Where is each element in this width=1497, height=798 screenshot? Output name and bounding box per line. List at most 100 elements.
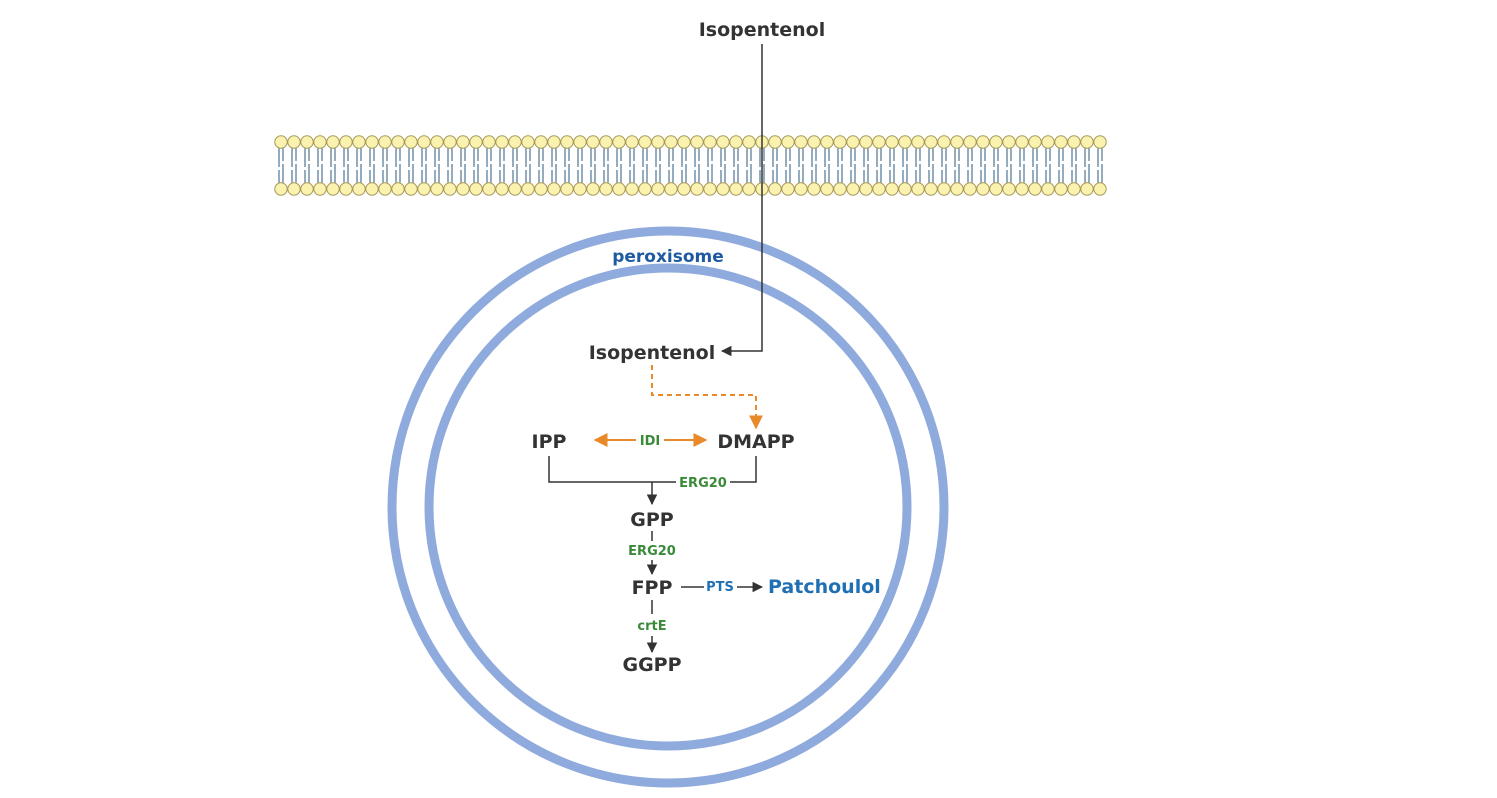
lipid-head xyxy=(768,182,782,196)
lipid-tail xyxy=(915,148,921,183)
lipid-head xyxy=(1067,135,1081,149)
erg20-enzyme-label-1: ERG20 xyxy=(679,476,727,491)
lipid-head xyxy=(417,135,431,149)
lipid-head xyxy=(443,135,457,149)
lipid-tail xyxy=(1097,148,1103,183)
lipid-tail xyxy=(746,148,752,183)
lipid-head xyxy=(274,182,288,196)
lipid-head xyxy=(729,182,743,196)
lipid-head xyxy=(664,182,678,196)
lipid-tail xyxy=(538,148,544,183)
ggpp-label: GGPP xyxy=(622,654,681,676)
lipid-tail xyxy=(525,148,531,183)
lipid-head xyxy=(794,135,808,149)
lipid-head xyxy=(417,182,431,196)
lipid-head xyxy=(781,182,795,196)
lipid-head xyxy=(1028,135,1042,149)
lipid-tail xyxy=(616,148,622,183)
lipid-head xyxy=(1054,182,1068,196)
lipid-head xyxy=(573,182,587,196)
lipid-tail xyxy=(876,148,882,183)
lipid-head xyxy=(625,135,639,149)
lipid-head xyxy=(859,182,873,196)
lipid-tail xyxy=(980,148,986,183)
lipid-head xyxy=(508,182,522,196)
lipid-tail xyxy=(1019,148,1025,183)
lipid-head xyxy=(339,135,353,149)
lipid-head xyxy=(651,135,665,149)
lipid-head xyxy=(677,135,691,149)
lipid-head xyxy=(287,135,301,149)
lipid-head xyxy=(287,182,301,196)
lipid-tail xyxy=(993,148,999,183)
lipid-tail xyxy=(902,148,908,183)
lipid-head xyxy=(378,135,392,149)
lipid-head xyxy=(885,182,899,196)
lipid-tail xyxy=(330,148,336,183)
lipid-tail xyxy=(434,148,440,183)
lipid-head xyxy=(677,182,691,196)
lipid-head xyxy=(846,182,860,196)
lipid-head xyxy=(1041,135,1055,149)
lipid-tail xyxy=(967,148,973,183)
lipid-head xyxy=(820,135,834,149)
lipid-head xyxy=(404,182,418,196)
lipid-head xyxy=(820,182,834,196)
isopentenol-to-dmapp-arrow xyxy=(651,365,763,430)
lipid-head xyxy=(274,135,288,149)
lipid-tail xyxy=(798,148,804,183)
lipid-tail xyxy=(369,148,375,183)
lipid-tail xyxy=(772,148,778,183)
lipid-tail xyxy=(694,148,700,183)
lipid-tail xyxy=(642,148,648,183)
peroxisome-membrane xyxy=(387,226,949,788)
lipid-tail xyxy=(278,148,284,183)
lipid-tail xyxy=(1084,148,1090,183)
lipid-head xyxy=(378,182,392,196)
lipid-head xyxy=(690,135,704,149)
lipid-tail xyxy=(850,148,856,183)
peroxisome-label: peroxisome xyxy=(612,247,724,267)
lipid-tail xyxy=(590,148,596,183)
lipid-tail xyxy=(395,148,401,183)
erg20-enzyme-label-2: ERG20 xyxy=(628,544,676,559)
lipid-head xyxy=(300,182,314,196)
lipid-head xyxy=(963,135,977,149)
lipid-head xyxy=(547,182,561,196)
lipid-head xyxy=(924,135,938,149)
gpp-label: GPP xyxy=(630,509,674,531)
lipid-head xyxy=(664,135,678,149)
lipid-head xyxy=(326,182,340,196)
lipid-head xyxy=(989,135,1003,149)
lipid-head xyxy=(703,135,717,149)
lipid-head xyxy=(976,135,990,149)
lipid-tail xyxy=(551,148,557,183)
lipid-head xyxy=(456,182,470,196)
ipp-label: IPP xyxy=(532,431,567,453)
lipid-head xyxy=(300,135,314,149)
lipid-head xyxy=(391,135,405,149)
lipid-head xyxy=(456,135,470,149)
lipid-head xyxy=(495,135,509,149)
lipid-head xyxy=(924,182,938,196)
lipid-head xyxy=(365,182,379,196)
lipid-tail xyxy=(1045,148,1051,183)
lipid-tail xyxy=(460,148,466,183)
lipid-head xyxy=(521,135,535,149)
lipid-head xyxy=(534,135,548,149)
lipid-head xyxy=(1041,182,1055,196)
lipid-head xyxy=(703,182,717,196)
lipid-head xyxy=(885,135,899,149)
lipid-tail xyxy=(1006,148,1012,183)
lipid-head xyxy=(794,182,808,196)
isopentenol-inside-label: Isopentenol xyxy=(589,342,716,364)
lipid-head xyxy=(469,135,483,149)
lipid-head xyxy=(898,135,912,149)
lipid-tail xyxy=(1058,148,1064,183)
lipid-head xyxy=(430,135,444,149)
lipid-head xyxy=(1002,135,1016,149)
lipid-tail xyxy=(499,148,505,183)
lipid-head xyxy=(1028,182,1042,196)
lipid-head xyxy=(365,135,379,149)
lipid-head xyxy=(716,182,730,196)
